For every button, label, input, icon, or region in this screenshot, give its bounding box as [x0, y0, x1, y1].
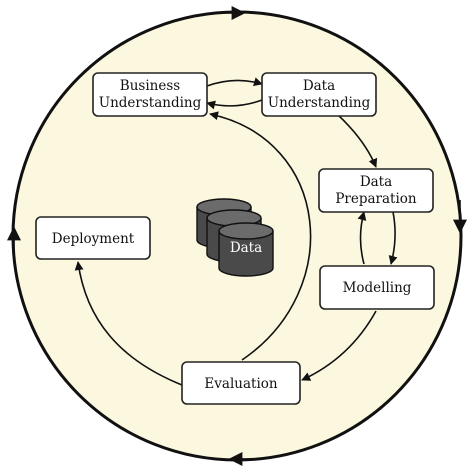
- data-store-icon: Data: [196, 198, 274, 277]
- node-data-understanding: Data Understanding: [261, 72, 377, 117]
- node-business-understanding-line-1: Business: [120, 78, 180, 94]
- node-data-understanding-line-1: Data: [303, 78, 335, 94]
- arrow-preparation-to-modelling: [388, 211, 398, 265]
- node-modelling-label: Modelling: [343, 280, 412, 296]
- node-business-understanding-line-2: Understanding: [99, 95, 202, 111]
- node-deployment: Deployment: [35, 216, 151, 260]
- node-deployment-label: Deployment: [52, 231, 135, 247]
- node-business-understanding: Business Understanding: [92, 72, 208, 117]
- node-modelling: Modelling: [319, 265, 435, 310]
- data-store-label: Data: [230, 240, 262, 256]
- arrow-business-to-data-understanding: [206, 77, 263, 87]
- arrow-evaluation-to-business: [209, 111, 312, 361]
- node-data-preparation: Data Preparation: [318, 168, 434, 213]
- node-data-understanding-line-2: Understanding: [268, 95, 371, 111]
- arrow-data-understanding-to-business: [206, 99, 263, 110]
- arrow-modelling-to-preparation: [357, 211, 367, 265]
- node-data-preparation-line-2: Preparation: [335, 191, 417, 207]
- arrow-modelling-to-evaluation: [301, 310, 377, 381]
- arrow-data-understanding-to-preparation: [335, 112, 378, 168]
- node-evaluation: Evaluation: [181, 361, 301, 405]
- node-data-preparation-line-1: Data: [360, 174, 392, 190]
- arrow-evaluation-to-deployment: [74, 261, 183, 386]
- node-evaluation-label: Evaluation: [204, 376, 277, 392]
